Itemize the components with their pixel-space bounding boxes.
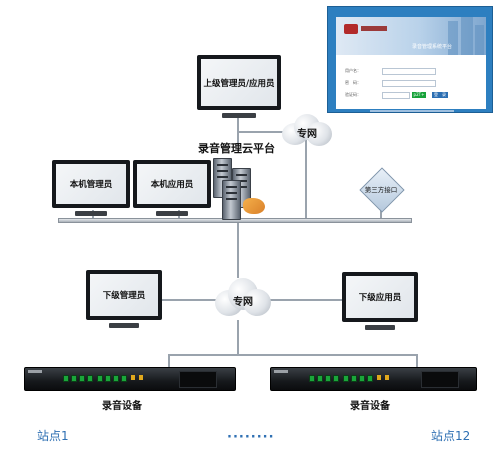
password-input[interactable] bbox=[382, 80, 436, 87]
recorder-device-right bbox=[270, 367, 477, 391]
link-bus-to-cloud bbox=[237, 222, 239, 278]
recorder-label-left: 录音设备 bbox=[102, 401, 142, 412]
login-button[interactable]: 登 录 bbox=[432, 92, 448, 98]
link-cloud-top bbox=[238, 131, 293, 133]
third-party-label: 第三方接口 bbox=[364, 186, 398, 194]
login-screenshot-inset: 录音管理系统平台 用户名： 密 码： 验证码： p2T+ 登 录 bbox=[327, 6, 493, 113]
station-label-left: 站点1 bbox=[37, 429, 69, 443]
device-branch-right bbox=[416, 354, 418, 370]
lower-user-monitor: 下级应用员 bbox=[342, 272, 418, 330]
station-label-right: 站点12 bbox=[431, 429, 471, 443]
link-cloud-to-devices bbox=[237, 320, 239, 355]
local-admin-monitor: 本机管理员 bbox=[52, 160, 130, 216]
login-app-title: 录音管理系统平台 bbox=[412, 44, 453, 50]
station-ellipsis: ········ bbox=[227, 430, 275, 445]
device-branch-left bbox=[168, 354, 170, 370]
upper-admin-monitor: 上级管理员/应用员 bbox=[197, 55, 281, 118]
device-branch-line bbox=[168, 354, 418, 356]
link-lower-admin bbox=[160, 299, 220, 301]
local-user-monitor: 本机应用员 bbox=[133, 160, 211, 216]
storage-icon bbox=[243, 198, 265, 214]
logo-text-mark bbox=[361, 26, 387, 31]
upper-admin-label: 上级管理员/应用员 bbox=[203, 78, 275, 89]
login-footer bbox=[370, 110, 454, 112]
username-label: 用户名： bbox=[345, 68, 361, 73]
private-network-label-top: 专网 bbox=[297, 129, 317, 140]
captcha-label: 验证码： bbox=[345, 92, 361, 97]
captcha-image[interactable]: p2T+ bbox=[412, 92, 426, 98]
link-cloud-platform bbox=[305, 140, 307, 220]
private-network-label-mid: 专网 bbox=[233, 297, 253, 308]
recorder-device-left bbox=[24, 367, 236, 391]
username-input[interactable] bbox=[382, 68, 436, 75]
local-user-label: 本机应用员 bbox=[150, 180, 194, 190]
lower-admin-monitor: 下级管理员 bbox=[86, 270, 162, 328]
cloud-platform-label: 录音管理云平台 bbox=[198, 142, 275, 155]
private-network-cloud-mid: 专网 bbox=[215, 278, 271, 320]
link-lower-user bbox=[266, 299, 342, 301]
recorder-label-right: 录音设备 bbox=[350, 401, 390, 412]
third-party-interface: 第三方接口 bbox=[359, 167, 405, 214]
lower-user-label: 下级应用员 bbox=[358, 293, 402, 303]
lower-admin-label: 下级管理员 bbox=[102, 291, 146, 301]
private-network-cloud-top: 专网 bbox=[282, 114, 332, 148]
captcha-input[interactable] bbox=[382, 92, 410, 99]
link-upper-admin bbox=[237, 115, 239, 145]
logo-icon bbox=[344, 24, 358, 34]
server-icon bbox=[222, 180, 241, 220]
password-label: 密 码： bbox=[345, 80, 361, 85]
local-admin-label: 本机管理员 bbox=[69, 180, 113, 190]
